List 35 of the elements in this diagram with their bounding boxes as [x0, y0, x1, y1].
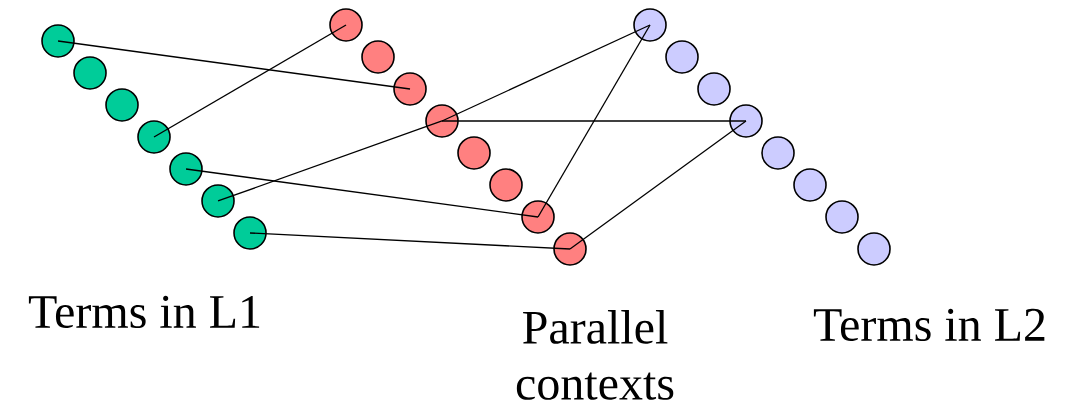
circle-node: [697, 72, 731, 106]
circle-node: [857, 232, 891, 266]
circle-node: [489, 168, 523, 202]
connector-line: [441, 24, 651, 122]
circle-node: [633, 8, 667, 42]
circle-node: [553, 232, 587, 266]
connector-line: [569, 120, 747, 250]
column-label: Parallel contexts: [516, 310, 674, 400]
circle-node: [137, 120, 171, 154]
connector-line: [441, 120, 747, 122]
connector-line: [537, 24, 651, 218]
circle-node: [793, 168, 827, 202]
circle-node: [73, 56, 107, 90]
circle-node: [425, 104, 459, 138]
column-label: Terms in L1: [28, 295, 260, 329]
connector-line: [217, 120, 443, 202]
circle-node: [329, 8, 363, 42]
circle-node: [105, 88, 139, 122]
circle-node: [665, 40, 699, 74]
circle-node: [201, 184, 235, 218]
circle-node: [361, 40, 395, 74]
circle-node: [233, 216, 267, 250]
circle-node: [521, 200, 555, 234]
connector-line: [185, 168, 539, 218]
circle-node: [729, 104, 763, 138]
circle-node: [41, 24, 75, 58]
circle-node: [761, 136, 795, 170]
circle-node: [169, 152, 203, 186]
column-label: Terms in L2: [813, 308, 1045, 342]
connector-line: [153, 24, 347, 138]
circle-node: [825, 200, 859, 234]
circle-node: [393, 72, 427, 106]
connector-line: [249, 232, 571, 250]
connector-line: [57, 40, 411, 90]
circle-node: [457, 136, 491, 170]
